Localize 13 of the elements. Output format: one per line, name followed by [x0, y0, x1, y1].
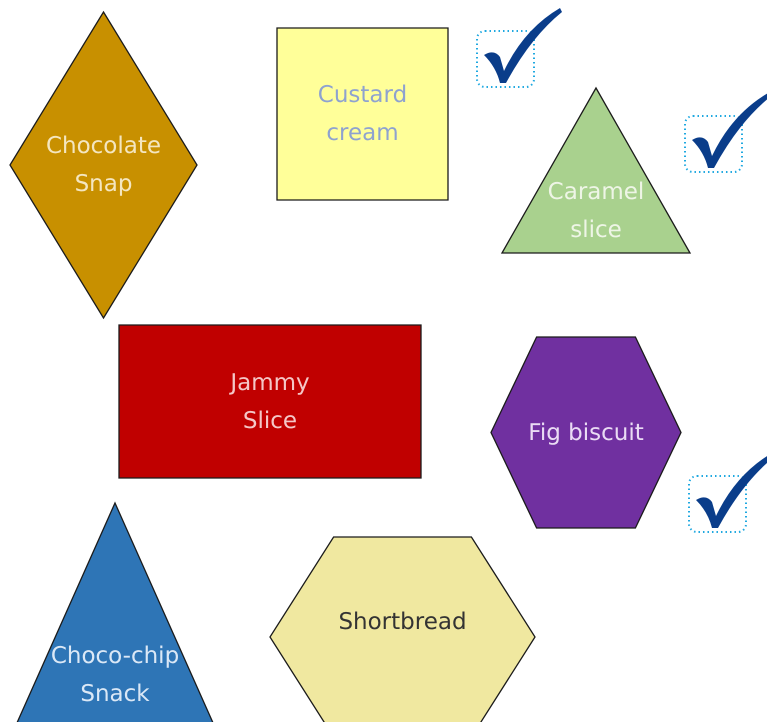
shape-label: Shortbread — [338, 608, 467, 637]
hexagon-shape — [491, 337, 681, 528]
triangle-shape — [502, 88, 690, 253]
hexagon-shape — [270, 537, 535, 722]
shape-label: Jammy Slice — [228, 368, 311, 436]
diamond-shape — [10, 12, 197, 318]
shape-label: Chocolate Snap — [44, 132, 162, 199]
rectangle-shape — [119, 325, 421, 478]
rectangle-shape — [277, 28, 448, 200]
shape-label: Fig biscuit — [528, 418, 644, 448]
shape-label: Caramel slice — [546, 178, 646, 245]
shape-label: Choco-chip Snack — [50, 642, 180, 709]
shape-label: Custard cream — [316, 81, 408, 148]
